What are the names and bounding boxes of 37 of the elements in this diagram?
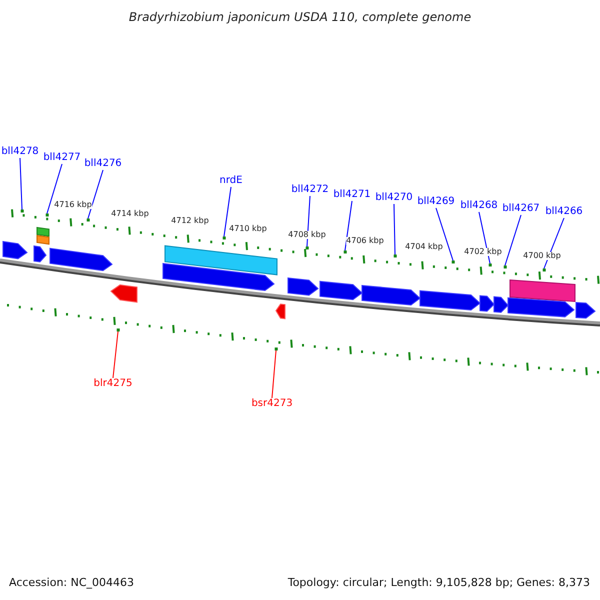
diagram-title: Bradyrhizobium japonicum USDA 110, complete genome — [128, 11, 472, 23]
gene-label: bll4266 — [545, 207, 583, 217]
gene-label: bll4271 — [333, 190, 371, 200]
gene-label: bll4268 — [460, 201, 498, 211]
gene-label: bll4270 — [375, 193, 413, 203]
leader-line — [394, 204, 396, 255]
gene-label: bll4267 — [502, 204, 540, 214]
gene-label: blr4275 — [94, 379, 132, 389]
leader-line — [272, 350, 276, 398]
leader-line — [224, 186, 232, 237]
leader-line — [504, 214, 522, 266]
leader-line — [436, 208, 454, 261]
gene-label: bll4272 — [291, 185, 329, 195]
scale-label: 4704 kbp — [405, 243, 443, 251]
scale-label: 4708 kbp — [288, 231, 326, 239]
leader-line — [344, 200, 352, 251]
gene-label: bll4278 — [1, 147, 39, 157]
leader-line — [478, 212, 490, 264]
scale-label: 4716 kbp — [54, 201, 92, 209]
genome-info-text: Topology: circular; Length: 9,105,828 bp; Genes: 8,373 — [288, 577, 590, 588]
leader-line — [88, 170, 104, 219]
leader-line — [544, 218, 564, 269]
scale-label: 4712 kbp — [171, 217, 209, 225]
gene-label: bll4269 — [417, 197, 455, 207]
scale-label: 4710 kbp — [229, 225, 267, 233]
gene-label: nrdE — [220, 176, 242, 186]
scale-label: 4700 kbp — [523, 252, 561, 260]
scale-label: 4706 kbp — [346, 237, 384, 245]
leader-line — [20, 158, 22, 210]
accession-text: Accession: NC_004463 — [9, 577, 134, 588]
scale-label: 4702 kbp — [464, 248, 502, 256]
gene-label: bsr4273 — [251, 399, 293, 409]
gene-label: bll4277 — [43, 153, 81, 163]
leader-line — [306, 196, 310, 247]
gene-label: bll4276 — [84, 159, 122, 169]
scale-label: 4714 kbp — [111, 210, 149, 218]
leader-line — [112, 331, 118, 378]
